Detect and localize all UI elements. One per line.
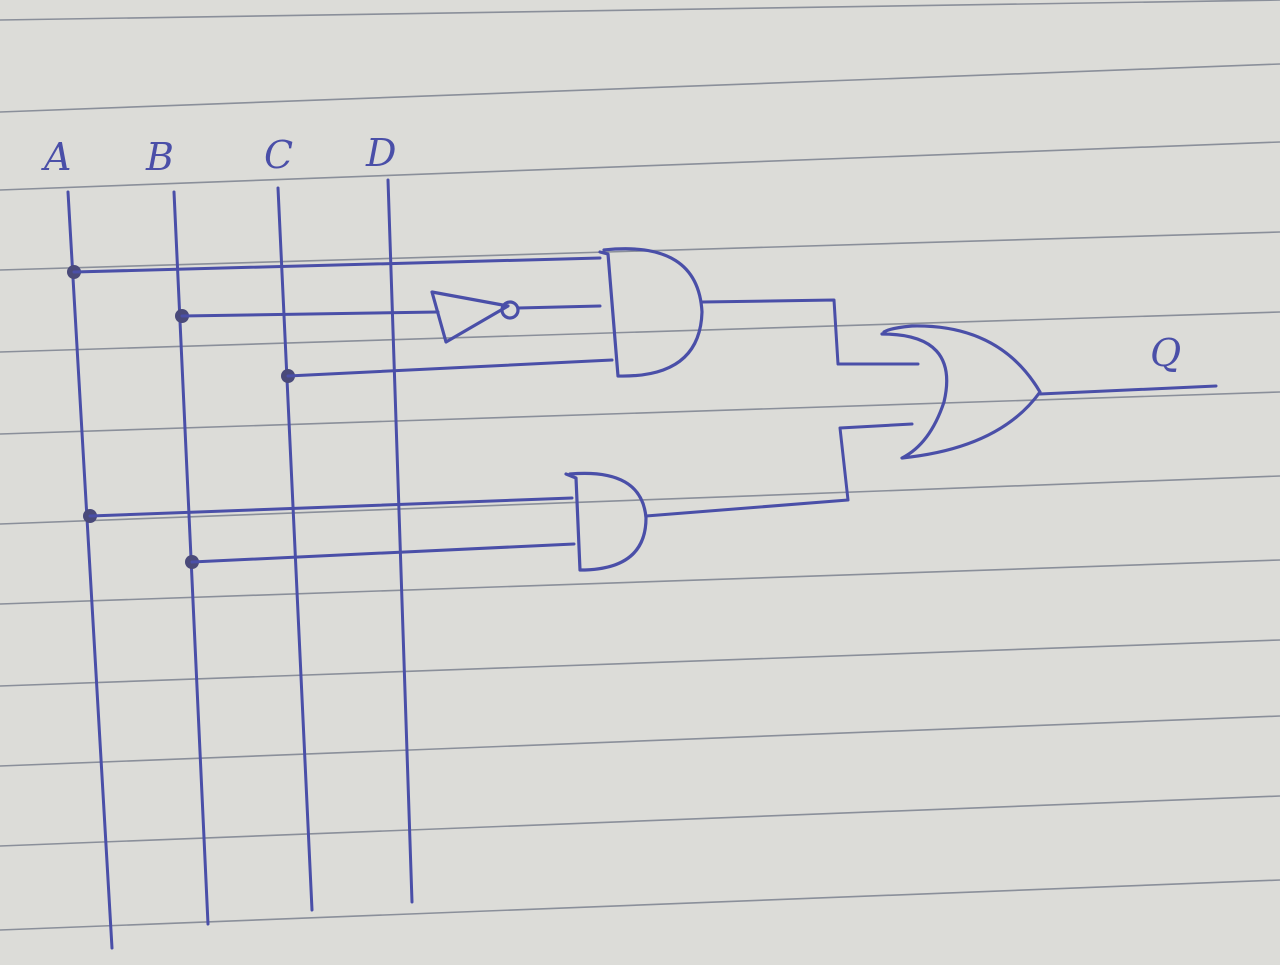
and-gate-2 <box>564 471 648 572</box>
rule-line <box>0 311 1280 353</box>
input-label-b: B <box>145 135 174 179</box>
rule-line <box>0 879 1280 931</box>
rule-line <box>0 559 1280 605</box>
rule-line <box>0 715 1280 767</box>
not-gate <box>430 290 520 344</box>
or-gate <box>880 324 1042 460</box>
input-label-d: D <box>365 131 396 175</box>
rule-line <box>0 391 1280 435</box>
rule-line <box>0 0 1280 21</box>
output-label-q: Q <box>1150 331 1181 375</box>
wire-output-q <box>1038 384 1218 396</box>
wire-a-to-and1 <box>72 256 602 274</box>
wire-b-to-and2 <box>190 542 576 564</box>
not-gate-body <box>430 290 510 344</box>
wire-and1-to-or <box>700 298 920 366</box>
wire-and2-to-or <box>644 422 914 518</box>
wire-a-to-and2 <box>88 496 574 518</box>
and-gate-1 <box>598 247 704 378</box>
input-label-c: C <box>264 133 293 177</box>
rule-line <box>0 795 1280 847</box>
input-line-d <box>386 178 414 904</box>
rule-line <box>0 141 1280 191</box>
wire-not-to-and1 <box>516 304 602 310</box>
not-gate-bubble <box>500 300 520 320</box>
rule-line <box>0 639 1280 687</box>
input-line-a <box>66 190 114 950</box>
input-line-c <box>276 186 314 912</box>
wire-b-to-not <box>180 310 440 318</box>
rule-line <box>0 63 1280 113</box>
wire-c-to-and1 <box>286 358 614 378</box>
ruled-lines <box>0 0 1280 931</box>
input-label-a: A <box>41 135 71 179</box>
